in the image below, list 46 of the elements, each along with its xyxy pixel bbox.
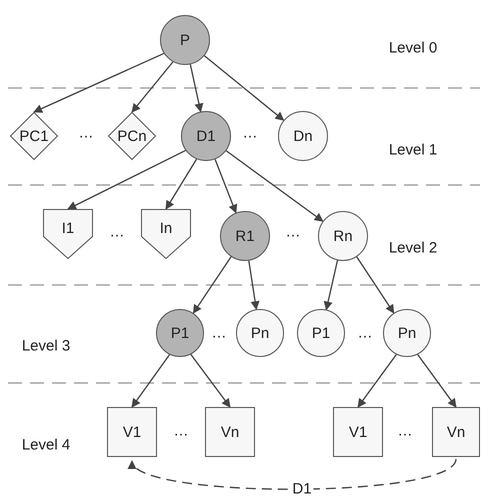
square-node: Vn [432, 407, 480, 457]
text-label: … [358, 324, 372, 342]
circle-node: P [160, 15, 210, 65]
text-label: Level 3 [22, 338, 70, 354]
circle-node: R1 [220, 211, 270, 261]
arrow [67, 150, 186, 210]
circle-node: Pn [236, 309, 284, 357]
diamond-node: PCn [108, 112, 156, 160]
square-node: Vn [205, 407, 255, 457]
arrow [214, 159, 238, 214]
arrow [204, 55, 284, 121]
pentagon-node: I1 [43, 209, 93, 259]
text-label: … [212, 324, 226, 342]
circle-node: Pn [383, 309, 431, 357]
circle-node: D1 [181, 111, 231, 161]
square-node: V1 [107, 407, 157, 457]
text-label: Level 4 [22, 436, 70, 454]
level-label: … [398, 422, 412, 440]
pentagon-node: In [141, 209, 191, 259]
arrow [357, 354, 397, 408]
text-label: … [286, 224, 300, 240]
level-label: Level 0 [388, 40, 438, 56]
level-label: Level 1 [388, 142, 438, 158]
square-node: V1 [333, 407, 383, 457]
circle-node: Dn [278, 111, 328, 161]
text-label: … [110, 224, 124, 240]
arrow [226, 150, 324, 222]
level-label: Level 2 [388, 240, 438, 256]
circle-node: Rn [318, 211, 368, 261]
circle-node: P1 [156, 309, 204, 357]
diamond-node: PC1 [10, 112, 58, 160]
text-label: … [78, 124, 94, 142]
arrow [190, 354, 231, 408]
arrow [33, 52, 164, 113]
arrow [190, 64, 204, 112]
arrow [248, 260, 260, 310]
arrow [165, 158, 198, 210]
arrow [417, 354, 457, 408]
circle-node: P1 [297, 309, 345, 357]
arrow [324, 260, 338, 310]
text-label: … [174, 422, 188, 440]
text-label: … [242, 124, 258, 142]
arrow [356, 256, 394, 314]
arrow [131, 61, 174, 113]
arrow [192, 256, 232, 314]
arrow [131, 354, 170, 408]
